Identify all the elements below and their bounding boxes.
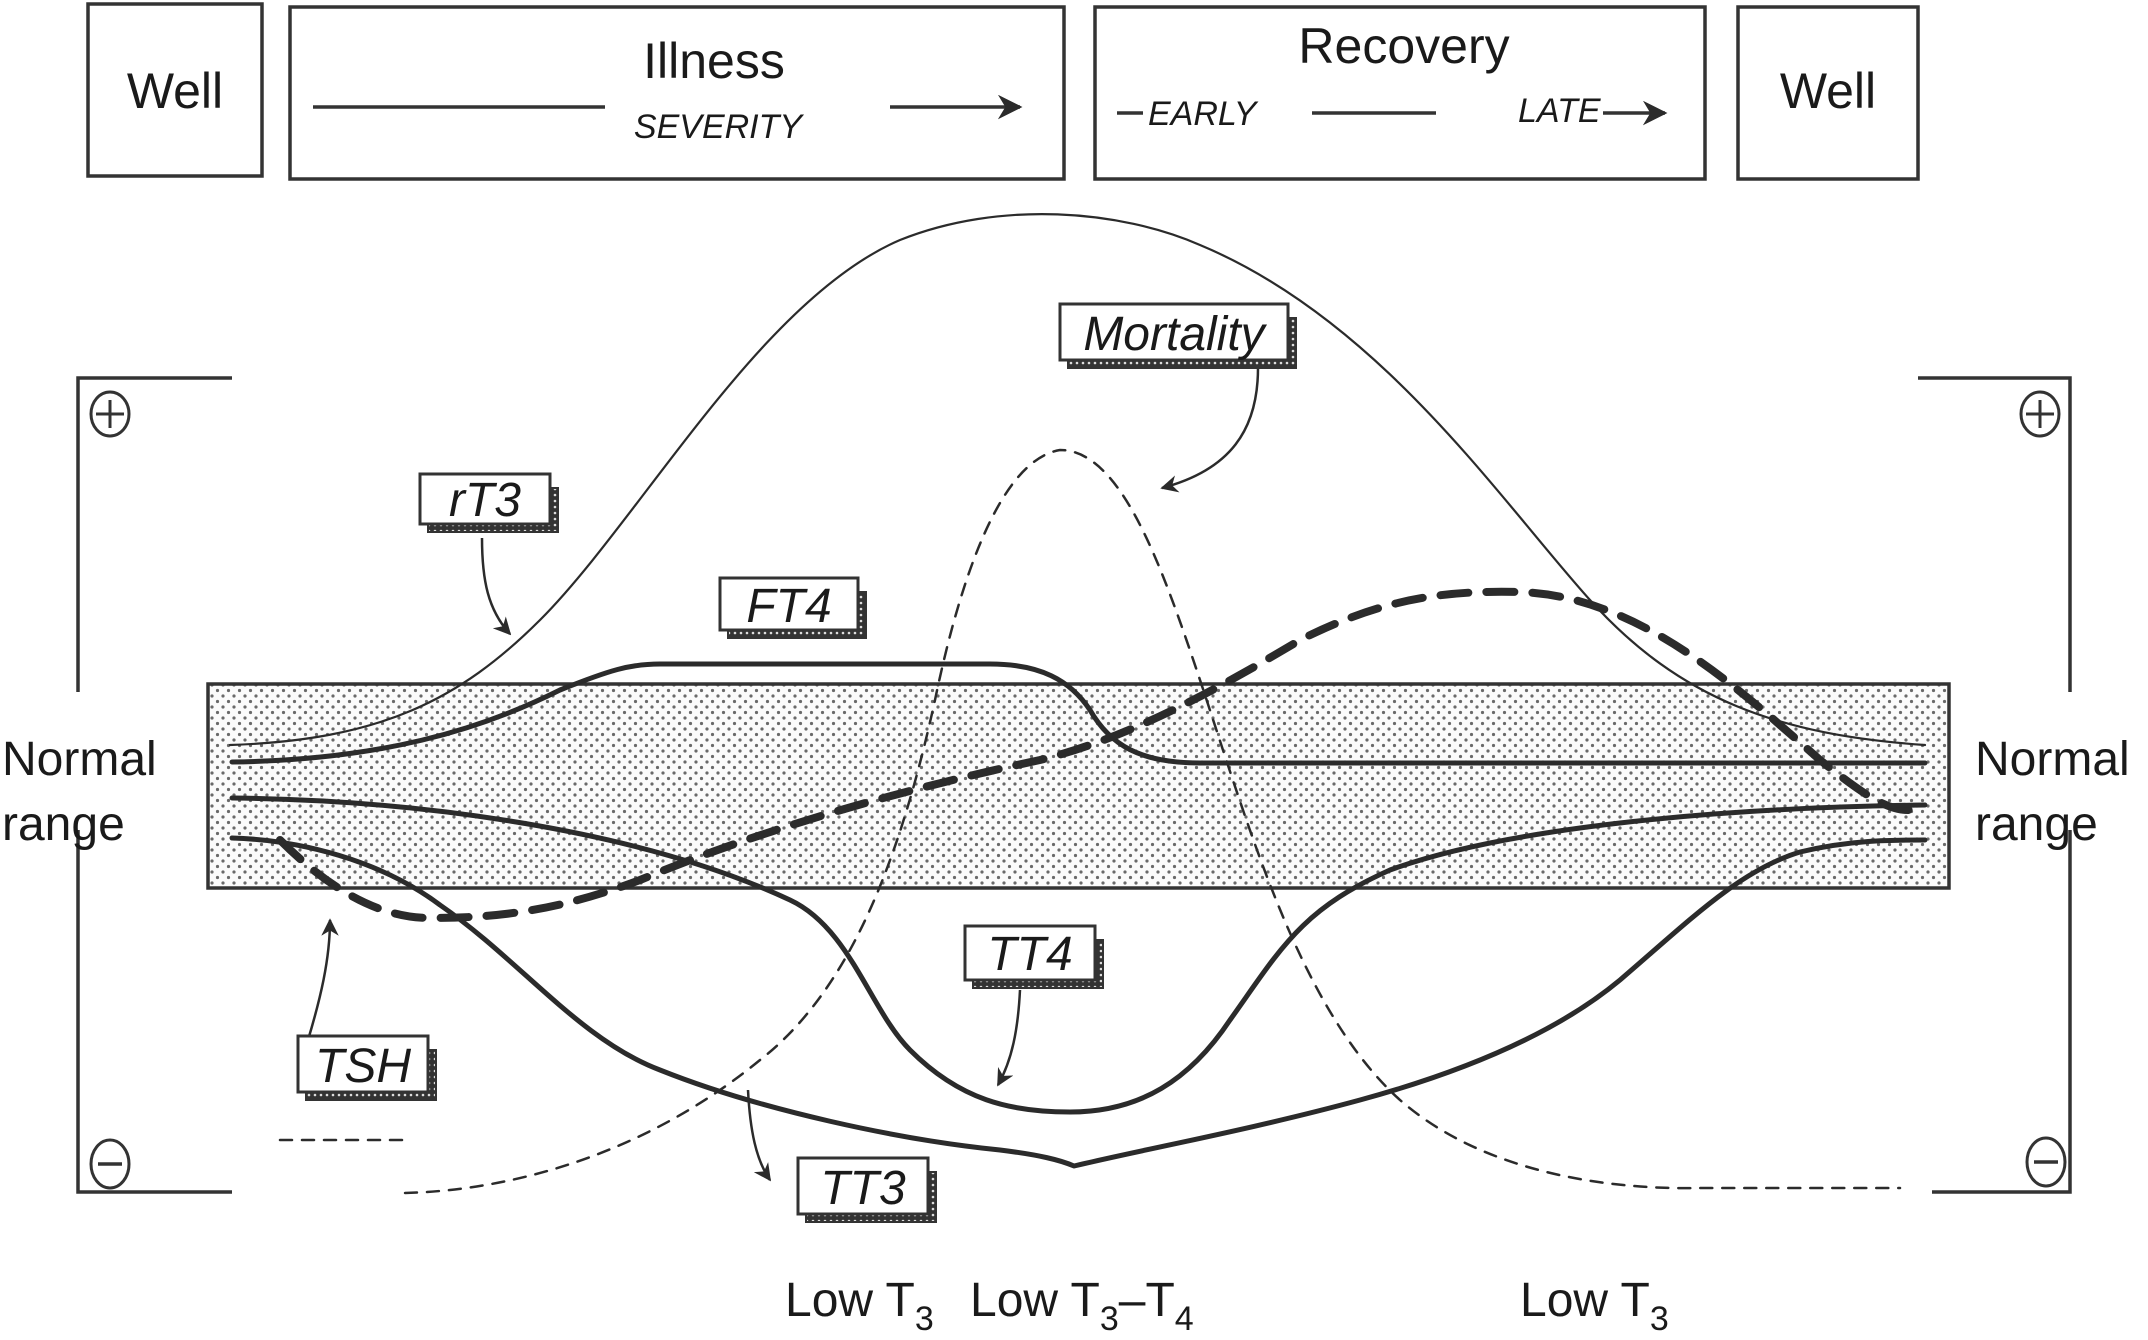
curve-TT3 [229,835,1928,1169]
low-t3-text: Low T [785,1274,915,1327]
TSH-label: TSH [315,1040,411,1093]
range-label-line2: range [1975,798,2098,851]
label-tag-TSH: TSH [296,1034,437,1101]
right-axis-bracket [1918,376,2072,1194]
low-t3-t4-dash: –T [1119,1274,1175,1327]
phase-recovery-title: Recovery [1298,18,1509,74]
low-t3-t4-text: Low T [970,1274,1100,1327]
label-tag-FT4: FT4 [718,576,867,639]
minus-icon-left [89,1138,131,1190]
normal-label-line1: Normal [1975,733,2130,786]
range-label-line2: range [2,798,125,851]
low-t3-t4-sub2: 4 [1175,1300,1194,1338]
label-tag-rT3: rT3 [418,472,559,533]
rT3-label: rT3 [449,474,521,527]
phase-illness-title: Illness [643,33,785,89]
TSH-leader-arrow-icon [306,918,339,1041]
phase-well-left-label: Well [127,63,223,119]
severity-label: SEVERITY [634,108,804,146]
curve-rT3 [228,213,1927,747]
phase-well-right-label: Well [1780,63,1876,119]
low-t3-late-subscript: 3 [1650,1300,1669,1338]
TT4-label: TT4 [987,928,1072,981]
normal-range-band [206,682,1951,890]
plus-icon-right [2019,390,2061,438]
curve-TSH [276,587,1929,922]
low-t3-subscript: 3 [915,1300,934,1338]
label-tag-TT4: TT4 [963,924,1104,989]
early-label: EARLY [1148,95,1259,133]
FT4-label: FT4 [746,580,831,633]
rT3-leader-arrow-icon [480,537,512,636]
late-label: LATE [1518,92,1601,130]
curve-Mortality [403,448,1902,1195]
plus-icon-left [89,390,131,438]
phase-illness: Illness SEVERITY [288,5,1066,181]
Mortality-leader-arrow-icon [1160,367,1260,493]
minus-icon-right [2025,1136,2067,1188]
bottom-label-low-t3-late: Low T3 [1520,1274,1669,1338]
normal-range-label-right: Normal range [1975,733,2130,851]
TT4-leader-arrow-icon [996,989,1022,1087]
phase-recovery: Recovery EARLY LATE [1093,5,1707,181]
label-tag-TT3: TT3 [796,1156,937,1223]
Mortality-label: Mortality [1083,308,1267,361]
label-tag-Mortality: Mortality [1058,302,1297,369]
left-axis-bracket [76,376,232,1194]
phase-well-left: Well [86,2,264,178]
bottom-label-low-t3-t4: Low T3–T4 [970,1274,1194,1338]
bottom-label-low-t3-early: Low T3 [785,1274,934,1338]
low-t3-t4-sub1: 3 [1100,1300,1119,1338]
TT3-label: TT3 [820,1162,906,1215]
normal-label-line1: Normal [2,733,157,786]
normal-range-label-left: Normal range [2,733,157,851]
phase-well-right: Well [1736,5,1920,181]
low-t3-late-text: Low T [1520,1274,1650,1327]
curve-TT4 [229,795,1928,1115]
TT3-leader-arrow-icon [746,1089,772,1182]
